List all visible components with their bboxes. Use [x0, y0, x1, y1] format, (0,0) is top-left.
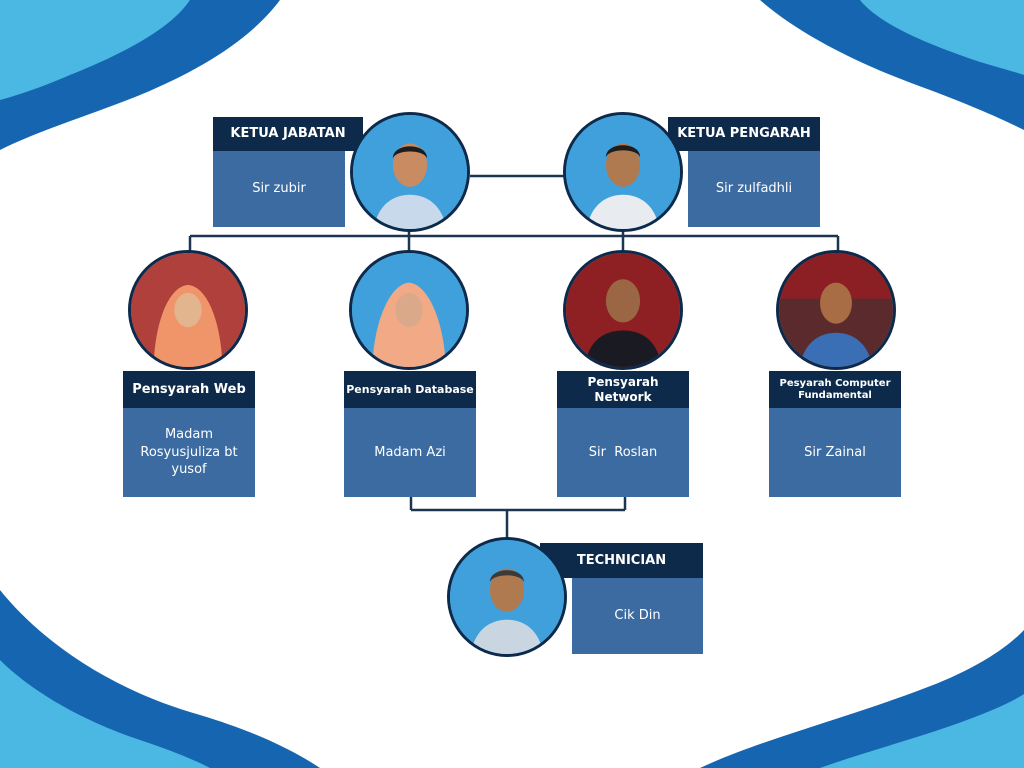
- ketua-pengarah-name: Sir zulfadhli: [715, 180, 793, 196]
- technician-photo: [447, 537, 567, 657]
- ketua-jabatan-name: Sir zubir: [252, 180, 306, 196]
- technician-name: Cik Din: [614, 607, 661, 623]
- pensyarah-web-name: Madam Rosyusjuliza bt yusof: [140, 427, 238, 478]
- pensyarah-database-name-box: Madam Azi: [344, 408, 476, 497]
- pensyarah-network-name-box: Sir Roslan: [557, 408, 689, 497]
- pensyarah-network-name: Sir Roslan: [588, 444, 658, 460]
- technician-role: TECHNICIAN: [540, 543, 703, 578]
- portrait-icon: [353, 115, 467, 229]
- ketua-pengarah-role: KETUA PENGARAH: [668, 117, 820, 151]
- pensyarah-network-role: Pensyarah Network: [557, 371, 689, 408]
- pensyarah-web-photo: [128, 250, 248, 370]
- pensyarah-database-role: Pensyarah Database: [344, 371, 476, 408]
- portrait-icon: [566, 253, 680, 367]
- ketua-jabatan-role: KETUA JABATAN: [213, 117, 363, 151]
- portrait-hijab-icon: [352, 253, 466, 367]
- portrait-hijab-icon: [131, 253, 245, 367]
- pensyarah-computer-name-box: Sir Zainal: [769, 408, 901, 497]
- pensyarah-network-photo: [563, 250, 683, 370]
- technician-name-box: Cik Din: [572, 577, 703, 654]
- ketua-jabatan-photo: [350, 112, 470, 232]
- pensyarah-computer-role: Pesyarah Computer Fundamental: [769, 371, 901, 408]
- portrait-icon: [566, 115, 680, 229]
- ketua-jabatan-name-box: Sir zubir: [213, 150, 345, 227]
- portrait-icon: [779, 253, 893, 367]
- ketua-pengarah-photo: [563, 112, 683, 232]
- pensyarah-computer-photo: [776, 250, 896, 370]
- pensyarah-database-name: Madam Azi: [374, 444, 446, 460]
- portrait-icon: [450, 540, 564, 654]
- pensyarah-database-photo: [349, 250, 469, 370]
- ketua-pengarah-name-box: Sir zulfadhli: [688, 150, 820, 227]
- pensyarah-web-role: Pensyarah Web: [123, 371, 255, 408]
- pensyarah-computer-name: Sir Zainal: [804, 444, 866, 460]
- pensyarah-web-name-box: Madam Rosyusjuliza bt yusof: [123, 408, 255, 497]
